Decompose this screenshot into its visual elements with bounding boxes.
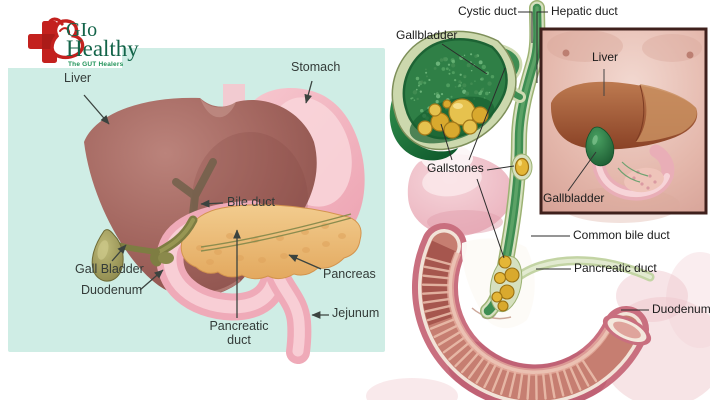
gallstones-line-1 [440,123,453,161]
hepatic-duct-line [536,11,548,83]
pancreas-shape [180,204,362,280]
bile-duct-arrow [200,199,224,208]
gallstones-line-4 [476,178,505,259]
duodenum-arrow [139,269,164,291]
gallstones-line-2 [468,67,506,161]
pancreas-arrow [288,254,322,270]
right-panel-illustration [366,0,710,400]
pancreatic-duct-line [200,213,352,248]
gallbladder-shape [91,229,124,282]
cystic-duct-line [518,11,533,43]
brand-line1: GIo [66,19,98,41]
inset-border [539,27,708,215]
stomach-outline-icon [47,17,85,60]
left-callout-arrows [83,80,329,319]
ampulla-stones [489,255,523,313]
gallbladder-open-shape [389,30,517,161]
gall-bladder-arrow [111,244,127,262]
inset-gallbladder-line [567,151,597,192]
right-callout-lines [440,11,649,311]
inset-box [539,27,708,223]
brand-tagline: The GUT Healers [68,61,124,68]
duodenum-c-shape [412,223,652,400]
inset-liver-shape [550,81,698,150]
duct-gallstone [511,153,533,181]
duodenum-ribs [421,256,598,400]
nipple-left [562,49,570,57]
duodenum-mouth [602,314,652,346]
liver-arrow [83,94,110,125]
nipple-right [686,51,694,59]
gallstones-cluster [417,98,489,139]
jejunum-tube [262,252,312,364]
stomach-arrow [304,80,313,104]
gallstones-line-3 [486,165,515,171]
left-panel-illustration [0,0,385,364]
brand-line2: Healthy [66,36,139,61]
gallbladder-line [441,43,488,75]
inset-duodenum [591,144,675,201]
